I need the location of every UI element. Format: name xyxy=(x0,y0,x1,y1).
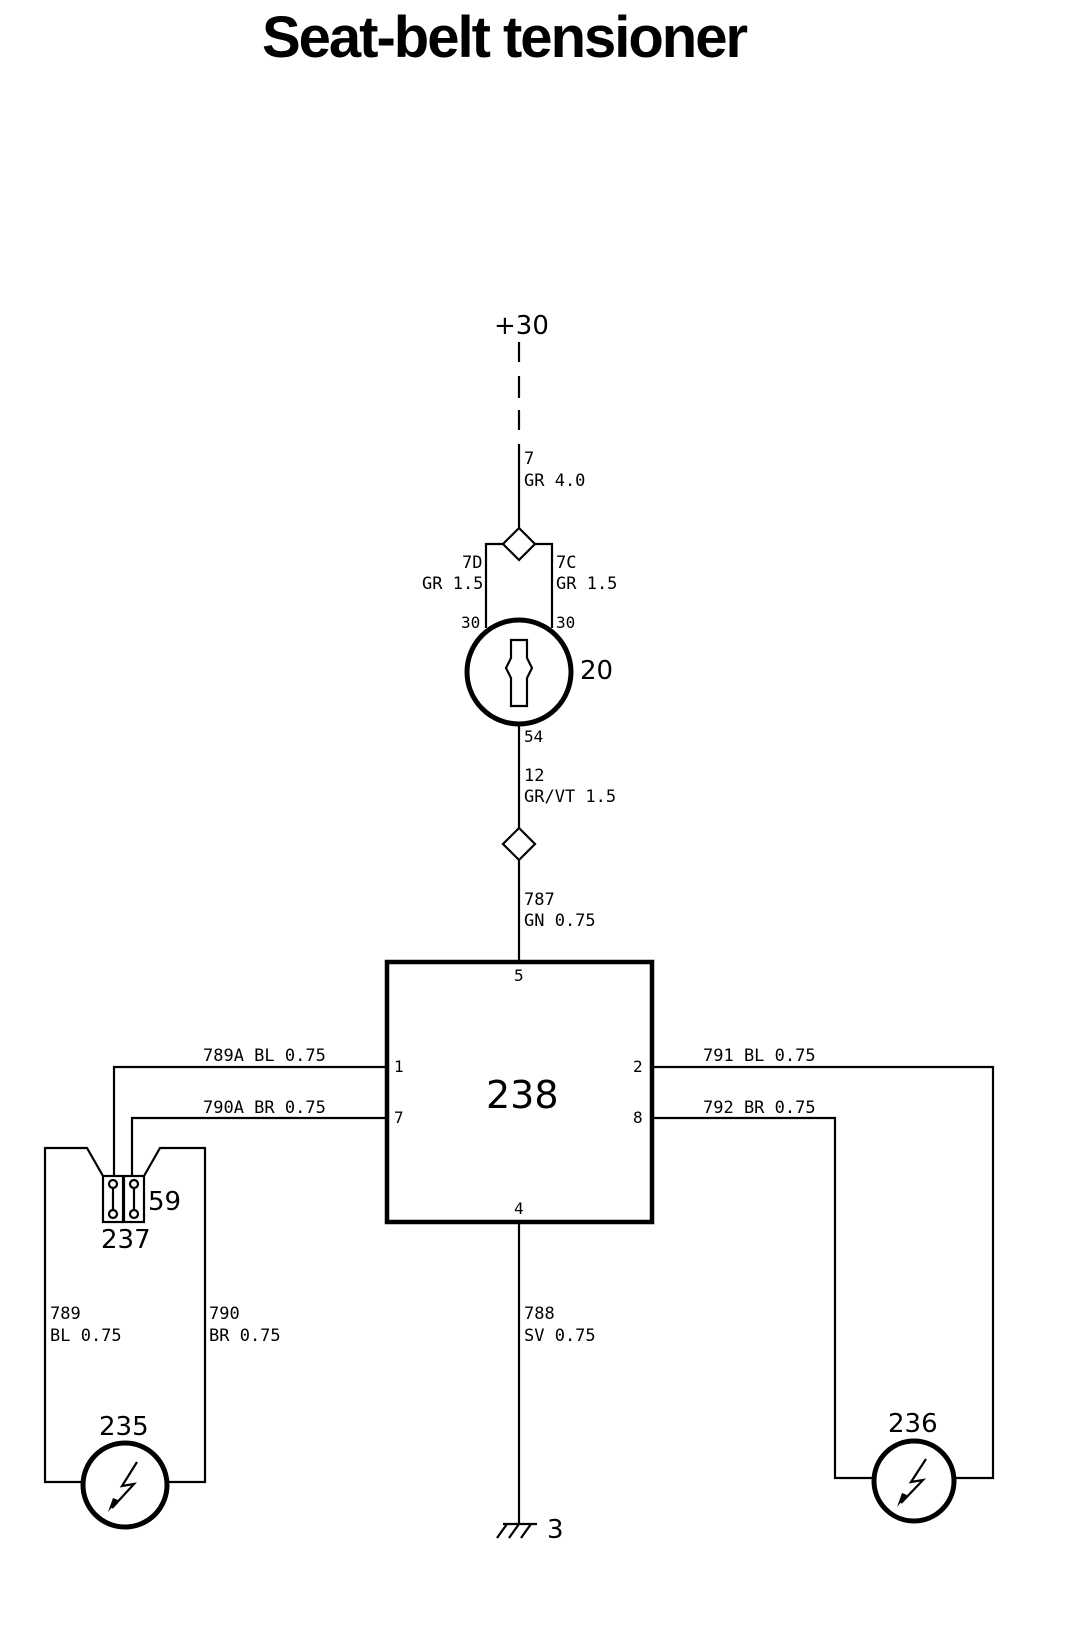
wire-12-spec: GR/VT 1.5 xyxy=(524,787,616,807)
wire-789-spec: BL 0.75 xyxy=(50,1326,122,1346)
wire-792 xyxy=(652,1116,873,1480)
ignition-switch-id: 20 xyxy=(580,656,613,686)
tensioner-235-id: 235 xyxy=(99,1412,149,1442)
wire-790-spec: BR 0.75 xyxy=(209,1326,281,1346)
tensioner-235 xyxy=(80,1440,170,1530)
wire-789a-label: 789A BL 0.75 xyxy=(203,1046,326,1066)
control-unit-pin-8: 8 xyxy=(633,1108,643,1127)
wire-792-label: 792 BR 0.75 xyxy=(703,1098,816,1118)
wire-12-number: 12 xyxy=(524,766,544,786)
wire-790a xyxy=(130,1116,387,1176)
switch-feed-wires xyxy=(484,542,554,628)
control-unit-pin-1: 1 xyxy=(394,1057,404,1076)
switch-pin-54: 54 xyxy=(524,727,543,746)
tensioner-236-id: 236 xyxy=(888,1409,938,1439)
control-unit-pin-7: 7 xyxy=(394,1108,404,1127)
splice-diamond-upper xyxy=(501,526,537,562)
control-unit-id: 238 xyxy=(486,1073,559,1117)
wire-789 xyxy=(43,1146,104,1484)
switch-pin-30-left: 30 xyxy=(461,613,480,632)
wire-789-number: 789 xyxy=(50,1304,81,1324)
wire-787-number: 787 xyxy=(524,890,555,910)
wire-7c-spec: GR 1.5 xyxy=(556,574,617,594)
ignition-switch xyxy=(464,617,574,727)
control-unit-pin-4: 4 xyxy=(514,1199,524,1218)
switch-pin-30-right: 30 xyxy=(556,613,575,632)
supply-label: +30 xyxy=(494,311,549,341)
wire-790a-label: 790A BR 0.75 xyxy=(203,1098,326,1118)
connector-sub-id: 59 xyxy=(148,1187,181,1217)
ground-icon xyxy=(496,1522,537,1539)
connector-id: 237 xyxy=(101,1225,151,1255)
connector-237 xyxy=(101,1174,146,1224)
wire-7-spec: GR 4.0 xyxy=(524,471,585,491)
wire-791 xyxy=(652,1065,995,1480)
lightning-icon xyxy=(900,1458,927,1504)
wire-789a xyxy=(112,1065,387,1176)
splice-diamond-lower xyxy=(501,826,537,862)
control-unit-pin-2: 2 xyxy=(633,1057,643,1076)
wire-7-number: 7 xyxy=(524,449,534,469)
key-icon xyxy=(504,638,534,708)
ground-id: 3 xyxy=(547,1515,564,1545)
wire-7d-number: 7D xyxy=(462,553,482,573)
control-unit-238 xyxy=(384,959,655,1225)
wire-788-number: 788 xyxy=(524,1304,555,1324)
lightning-icon xyxy=(111,1461,138,1509)
wire-788-spec: SV 0.75 xyxy=(524,1326,596,1346)
wire-791-label: 791 BL 0.75 xyxy=(703,1046,816,1066)
wire-787-spec: GN 0.75 xyxy=(524,911,596,931)
wire-7c-number: 7C xyxy=(556,553,576,573)
wire-7d-spec: GR 1.5 xyxy=(422,574,483,594)
wire-790-number: 790 xyxy=(209,1304,240,1324)
wire-790 xyxy=(143,1146,207,1484)
tensioner-236 xyxy=(871,1438,957,1524)
page-title: Seat-belt tensioner xyxy=(261,5,748,70)
control-unit-pin-5: 5 xyxy=(514,966,524,985)
